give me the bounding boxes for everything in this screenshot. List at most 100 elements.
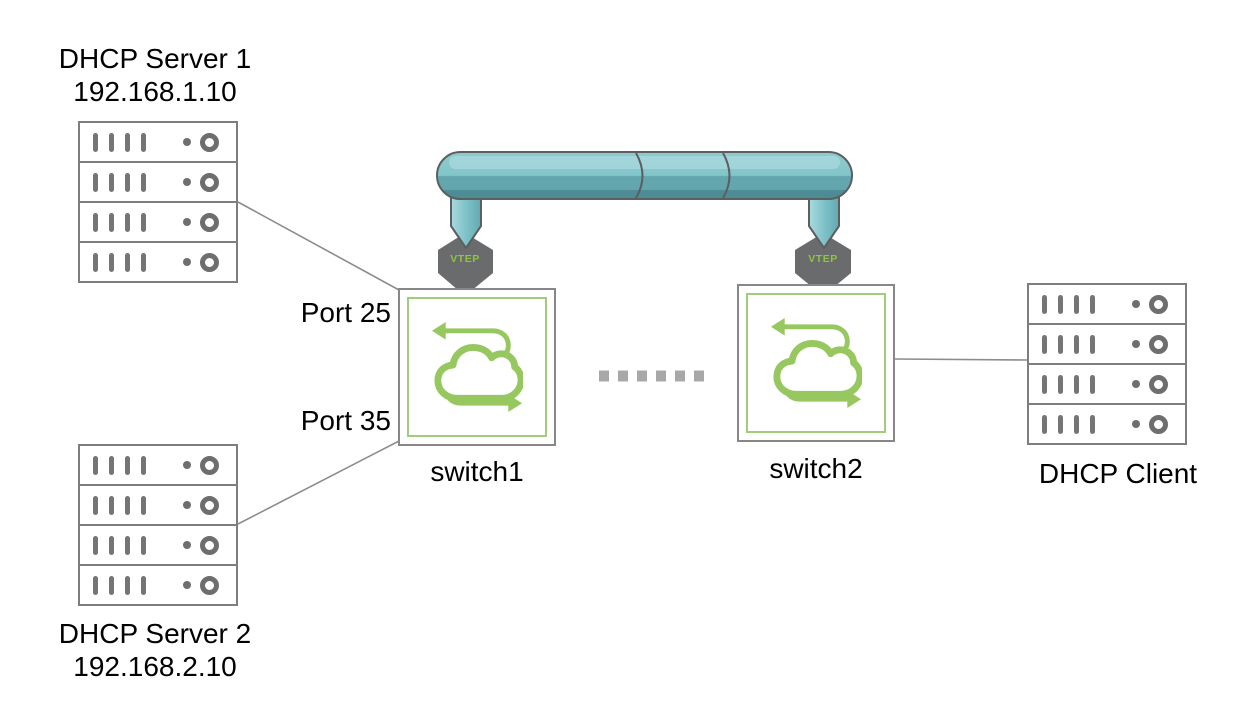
server-slot-bar xyxy=(1042,414,1047,434)
server-slot-bar xyxy=(1042,294,1047,314)
server-slot-bar xyxy=(93,535,98,555)
server-unit-row xyxy=(80,123,236,163)
server-power-ring xyxy=(1149,374,1168,394)
cloud-switch-icon xyxy=(431,321,523,413)
server-led-dot xyxy=(1132,420,1140,428)
dhcp-server-2-icon xyxy=(78,444,238,606)
server-unit-row xyxy=(80,203,236,243)
tunnel-segment-joint-1 xyxy=(635,152,644,199)
server-slot-bar xyxy=(1058,334,1063,354)
server-slot-bar xyxy=(1090,294,1095,314)
server-led-dot xyxy=(1132,300,1140,308)
tunnel-elbow-right xyxy=(808,165,840,249)
server2-ip: 192.168.2.10 xyxy=(73,651,237,682)
server-slot-bar xyxy=(125,172,130,192)
server-unit-row xyxy=(1029,325,1185,365)
dhcp-server-1-icon xyxy=(78,121,238,283)
server-slot-bar xyxy=(109,495,114,515)
server-led-dot xyxy=(1132,380,1140,388)
server-slot-bar xyxy=(141,535,146,555)
switch2-label: switch2 xyxy=(769,453,863,484)
server-led-dot xyxy=(183,501,191,509)
server-power-ring xyxy=(200,172,219,192)
server-slot-bar xyxy=(141,132,146,152)
server-slot-bar xyxy=(1090,334,1095,354)
vtep-left-hexagon xyxy=(438,233,493,296)
server-slot-bar xyxy=(141,495,146,515)
dhcp-client-icon xyxy=(1027,283,1187,445)
server-slot-bar xyxy=(109,212,114,232)
server-slot-bar xyxy=(1042,334,1047,354)
server-slot-bar xyxy=(1058,294,1063,314)
server-power-ring xyxy=(200,535,219,555)
server-led-dot xyxy=(183,178,191,186)
port-25-label: Port 25 xyxy=(300,297,391,328)
server-slot-bar xyxy=(93,252,98,272)
server-slot-bar xyxy=(93,575,98,595)
server-unit-row xyxy=(1029,285,1185,325)
server2-name: DHCP Server 2 xyxy=(58,618,252,649)
server-power-ring xyxy=(1149,294,1168,314)
server-power-ring xyxy=(200,132,219,152)
server-slot-bar xyxy=(141,212,146,232)
server-slot-bar xyxy=(93,495,98,515)
tunnel-segment-joint-2 xyxy=(722,152,731,199)
server-slot-bar xyxy=(109,535,114,555)
tunnel-elbow-left xyxy=(450,165,482,249)
server-power-ring xyxy=(1149,334,1168,354)
switch1-label: switch1 xyxy=(430,456,524,487)
link-switch2-client xyxy=(894,358,1029,361)
switch1-inner-frame xyxy=(407,297,547,437)
server-slot-bar xyxy=(109,575,114,595)
server-unit-row xyxy=(1029,365,1185,405)
server-slot-bar xyxy=(141,252,146,272)
server-slot-bar xyxy=(1042,374,1047,394)
server-slot-bar xyxy=(141,455,146,475)
switch2-icon xyxy=(737,284,895,442)
server-slot-bar xyxy=(93,212,98,232)
server-slot-bar xyxy=(1074,414,1079,434)
server-unit-row xyxy=(80,243,236,281)
server-unit-row xyxy=(80,446,236,486)
server-slot-bar xyxy=(93,455,98,475)
server-unit-row xyxy=(80,526,236,566)
server2-caption: DHCP Server 2 192.168.2.10 xyxy=(35,617,275,683)
server-slot-bar xyxy=(109,172,114,192)
server-slot-bar xyxy=(125,455,130,475)
cloud-switch-icon xyxy=(770,317,862,409)
server-slot-bar xyxy=(141,575,146,595)
server-slot-bar xyxy=(125,535,130,555)
server-unit-row xyxy=(80,163,236,203)
server-slot-bar xyxy=(125,495,130,515)
server-unit-row xyxy=(1029,405,1185,443)
server-slot-bar xyxy=(1074,374,1079,394)
server-slot-bar xyxy=(141,172,146,192)
server-slot-bar xyxy=(125,212,130,232)
tunnel-pipe-highlight xyxy=(449,156,840,169)
server-slot-bar xyxy=(109,132,114,152)
server-slot-bar xyxy=(125,252,130,272)
server1-caption: DHCP Server 1 192.168.1.10 xyxy=(35,42,275,108)
client-label: DHCP Client xyxy=(1038,458,1198,489)
server-slot-bar xyxy=(1058,414,1063,434)
server-led-dot xyxy=(183,541,191,549)
server-slot-bar xyxy=(109,455,114,475)
server-led-dot xyxy=(183,461,191,469)
server-led-dot xyxy=(183,138,191,146)
server-power-ring xyxy=(200,575,219,595)
server-led-dot xyxy=(183,581,191,589)
server-led-dot xyxy=(183,258,191,266)
switch2-inner-frame xyxy=(746,293,886,433)
server-slot-bar xyxy=(93,172,98,192)
server-power-ring xyxy=(1149,414,1168,434)
server-led-dot xyxy=(183,218,191,226)
switch1-icon xyxy=(398,288,556,446)
server-slot-bar xyxy=(1058,374,1063,394)
link-server1-switch1 xyxy=(237,201,400,291)
port-35-label: Port 35 xyxy=(300,405,391,436)
vtep-left-label: VTEP xyxy=(450,253,479,265)
server-slot-bar xyxy=(1090,374,1095,394)
tunnel-pipe xyxy=(436,151,853,200)
server-slot-bar xyxy=(1074,294,1079,314)
server-slot-bar xyxy=(109,252,114,272)
